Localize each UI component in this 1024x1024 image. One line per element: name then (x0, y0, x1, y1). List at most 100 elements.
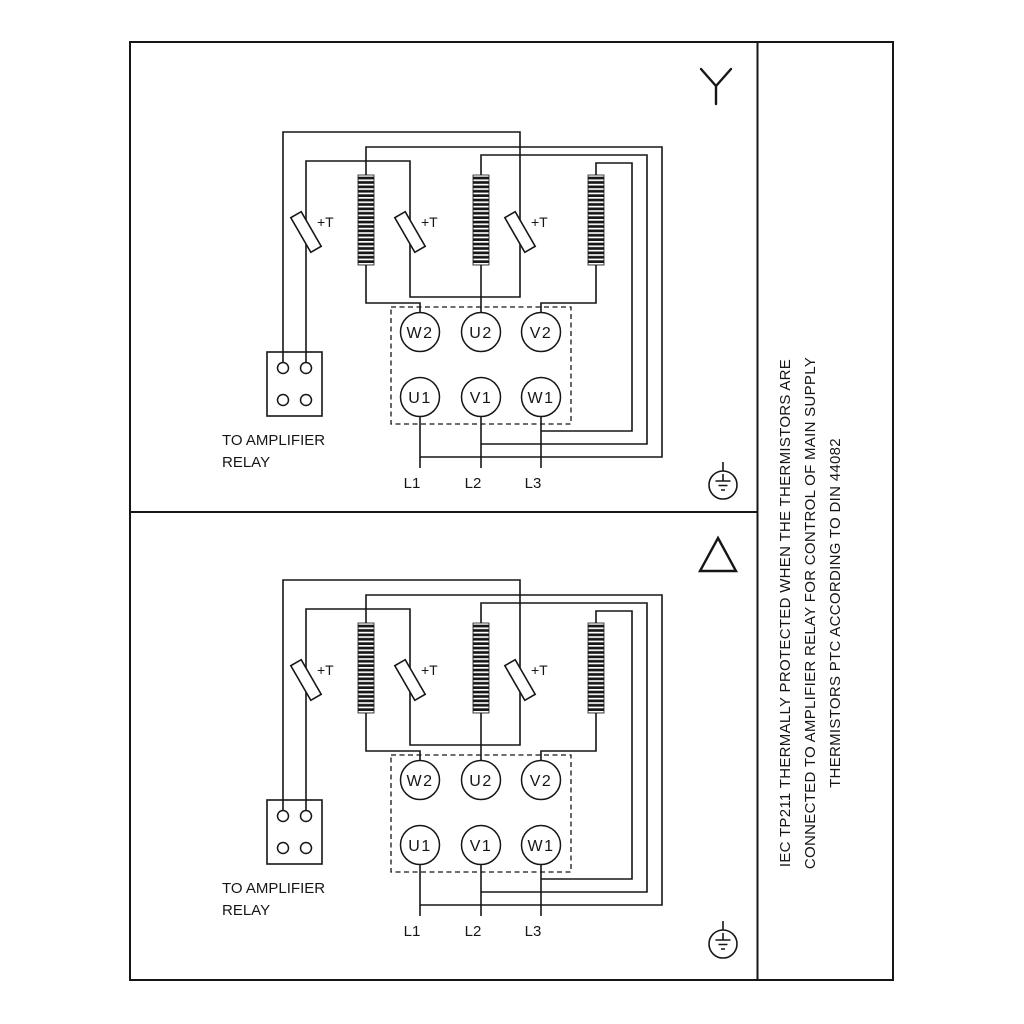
terminal-board-outline (390, 754, 572, 873)
relay-terminal (276, 841, 290, 855)
thermistor-icon (393, 210, 427, 254)
thermistor-icon (393, 658, 427, 702)
thermistor-chain-wire (282, 131, 521, 363)
terminal-v2: V2 (520, 311, 562, 353)
delta-icon (697, 535, 739, 573)
thermistor-label: +T (421, 662, 438, 678)
relay-terminal-block (266, 799, 323, 865)
motor-winding-3 (587, 174, 605, 266)
thermistor-2: +T (393, 658, 438, 702)
supply-line-label-l3: L3 (525, 475, 542, 492)
terminal-label: W1 (528, 838, 555, 855)
terminal-circle (460, 759, 502, 801)
winding3-bottom-wire (540, 713, 597, 761)
thermistor-label: +T (531, 662, 548, 678)
relay-terminal (299, 393, 313, 407)
terminal-circle (460, 824, 502, 866)
thermistor-1: +T (289, 658, 334, 702)
thermistor-icon (503, 210, 537, 254)
thermistor-chain-wire (282, 579, 521, 811)
terminal-v1: V1 (460, 376, 502, 418)
side-note-line-2: CONNECTED TO AMPLIFIER RELAY FOR CONTROL… (802, 357, 819, 869)
motor-winding-3 (587, 622, 605, 714)
terminal-circle (399, 759, 441, 801)
terminal-label: U2 (469, 325, 492, 342)
terminal-label: U1 (408, 390, 431, 407)
supply-line-label-l1: L1 (404, 923, 421, 940)
terminal-circle (460, 311, 502, 353)
thermistor-icon (289, 210, 323, 254)
wiring (282, 131, 663, 468)
thermistor-1: +T (289, 210, 334, 254)
terminal-u1: U1 (399, 824, 441, 866)
winding2-top-wire (480, 602, 648, 893)
winding1-top-wire (365, 594, 663, 906)
supply-line-label-l2: L2 (465, 475, 482, 492)
winding1-top-wire (365, 146, 663, 458)
terminal-u1: U1 (399, 376, 441, 418)
terminal-label: W1 (528, 390, 555, 407)
amplifier-relay-note-line1: TO AMPLIFIER (222, 432, 325, 449)
motor-winding-2 (472, 622, 490, 714)
terminal-circle (520, 824, 562, 866)
terminal-circle (520, 759, 562, 801)
terminal-label: V2 (530, 773, 553, 790)
terminal-u2: U2 (460, 759, 502, 801)
ground-marks (715, 921, 731, 950)
side-note-line-1: IEC TP211 THERMALLY PROTECTED WHEN THE T… (777, 359, 794, 867)
side-note-line-3: THERMISTORS PTC ACCORDING TO DIN 44082 (827, 438, 844, 788)
terminal-label: W2 (407, 325, 434, 342)
terminal-w2: W2 (399, 759, 441, 801)
winding3-bottom-wire (540, 265, 597, 313)
terminal-label: V1 (470, 390, 493, 407)
terminal-circle (399, 311, 441, 353)
terminal-circle (399, 376, 441, 418)
relay-terminal (299, 809, 313, 823)
panel-star-connection: +T +T +T W2 U2 V2 U1 V1 (222, 67, 738, 500)
thermistor-icon (503, 658, 537, 702)
winding3-top-wire (541, 162, 633, 432)
amplifier-relay-note-line2: RELAY (222, 454, 270, 471)
relay-terminal (299, 361, 313, 375)
terminal-circle (460, 376, 502, 418)
amplifier-relay-note-line1: TO AMPLIFIER (222, 880, 325, 897)
terminal-circle (399, 824, 441, 866)
thermistor-2: +T (393, 210, 438, 254)
supply-line-label-l2: L2 (465, 923, 482, 940)
terminal-w1: W1 (520, 376, 562, 418)
thermistor-label: +T (531, 214, 548, 230)
terminal-label: V1 (470, 838, 493, 855)
winding3-top-wire (541, 610, 633, 880)
winding2-top-wire (480, 154, 648, 445)
supply-line-label-l1: L1 (404, 475, 421, 492)
relay-terminal-block (266, 351, 323, 417)
winding1-bottom-wire (365, 265, 421, 313)
winding1-bottom-wire (365, 713, 421, 761)
motor-winding-2 (472, 174, 490, 266)
thermistor-3: +T (503, 658, 548, 702)
terminal-u2: U2 (460, 311, 502, 353)
panel-delta-connection: +T +T +T W2 U2 V2 U1 V1 (222, 535, 739, 959)
thermistor-label: +T (317, 662, 334, 678)
ground-marks (715, 462, 731, 491)
motor-winding-1 (357, 622, 375, 714)
thermistor-3: +T (503, 210, 548, 254)
star-icon (699, 67, 733, 106)
terminal-label: V2 (530, 325, 553, 342)
motor-winding-1 (357, 174, 375, 266)
terminal-label: U2 (469, 773, 492, 790)
side-note: IEC TP211 THERMALLY PROTECTED WHEN THE T… (777, 357, 844, 869)
relay-terminal (276, 393, 290, 407)
relay-terminal (276, 361, 290, 375)
terminal-board-outline (390, 306, 572, 425)
relay-terminal (299, 841, 313, 855)
earth-ground-icon (708, 921, 738, 959)
wiring (282, 579, 663, 916)
relay-terminal (276, 809, 290, 823)
terminal-label: W2 (407, 773, 434, 790)
terminal-label: U1 (408, 838, 431, 855)
supply-line-label-l3: L3 (525, 923, 542, 940)
earth-ground-icon (708, 462, 738, 500)
relay-block-outline (266, 799, 323, 865)
